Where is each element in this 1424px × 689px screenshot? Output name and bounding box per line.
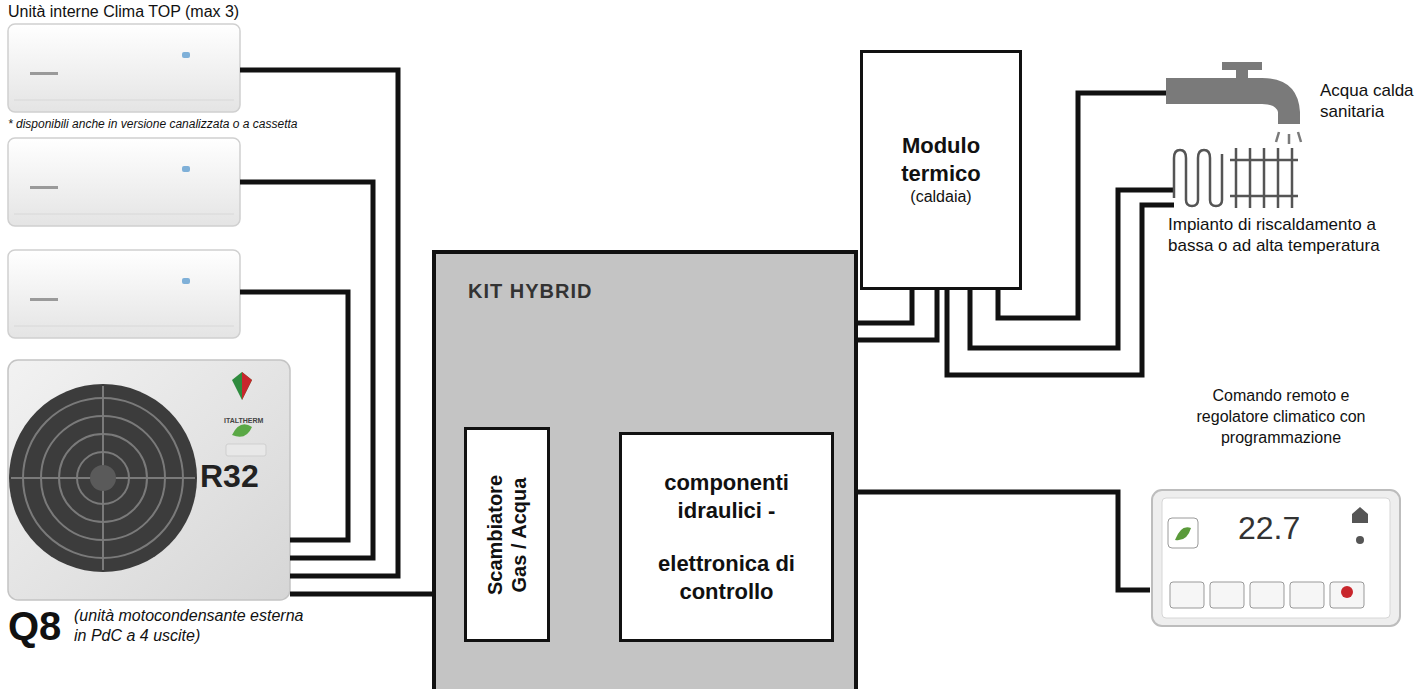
indoor-unit (8, 138, 240, 226)
model-subtitle: (unità motocondensante esterna in PdC a … (74, 606, 304, 646)
pipe-connector (834, 492, 1150, 590)
box-sublabel: (caldaia) (910, 187, 971, 208)
refrigerant-label: R32 (200, 458, 259, 495)
refrigerant-pipes (240, 70, 398, 576)
faucet-symbol (1166, 62, 1301, 144)
control-box: componenti idraulici - elettronica di con… (619, 432, 834, 642)
indoor-unit (8, 24, 240, 112)
temperature-readout: 22.7 (1238, 510, 1300, 547)
thermostat: Comando remoto e regolatore climatico co… (1150, 386, 1412, 628)
brand-mark: ITALTHERM (224, 417, 263, 424)
outlet-label: Impianto di riscaldamento a bassa o ad a… (1168, 214, 1390, 257)
model-heading: Q8 (8, 604, 61, 649)
box-label: Modulo termico (887, 132, 995, 187)
indoor-unit (8, 250, 240, 338)
box-label: Scambiatore Gas / Acqua (483, 460, 531, 610)
box-label: componenti idraulici - (632, 469, 821, 524)
radiator-symbol (1174, 148, 1298, 208)
outdoor-unit-drawing (8, 360, 290, 600)
thermostat-device (1152, 490, 1400, 626)
exchanger-box: Scambiatore Gas / Acqua (464, 427, 550, 642)
group-heading: Unità interne Clima TOP (max 3) (8, 3, 239, 21)
kit-box: KIT HYBRID Scambiatore Gas / Acqua compone… (432, 250, 858, 689)
outlet-label: Acqua calda sanitaria (1320, 80, 1420, 123)
box-label: elettronica di controllo (632, 550, 821, 605)
device-heading: Comando remoto e regolatore climatico co… (1186, 386, 1376, 448)
note: * disponibili anche in versione canalizz… (8, 117, 300, 131)
boiler-box: Modulo termico(caldaia) (860, 50, 1022, 290)
box-heading: KIT HYBRID (468, 280, 592, 303)
outdoor-unit: R32Q8(unità motocondensante esterna in P… (8, 360, 290, 600)
